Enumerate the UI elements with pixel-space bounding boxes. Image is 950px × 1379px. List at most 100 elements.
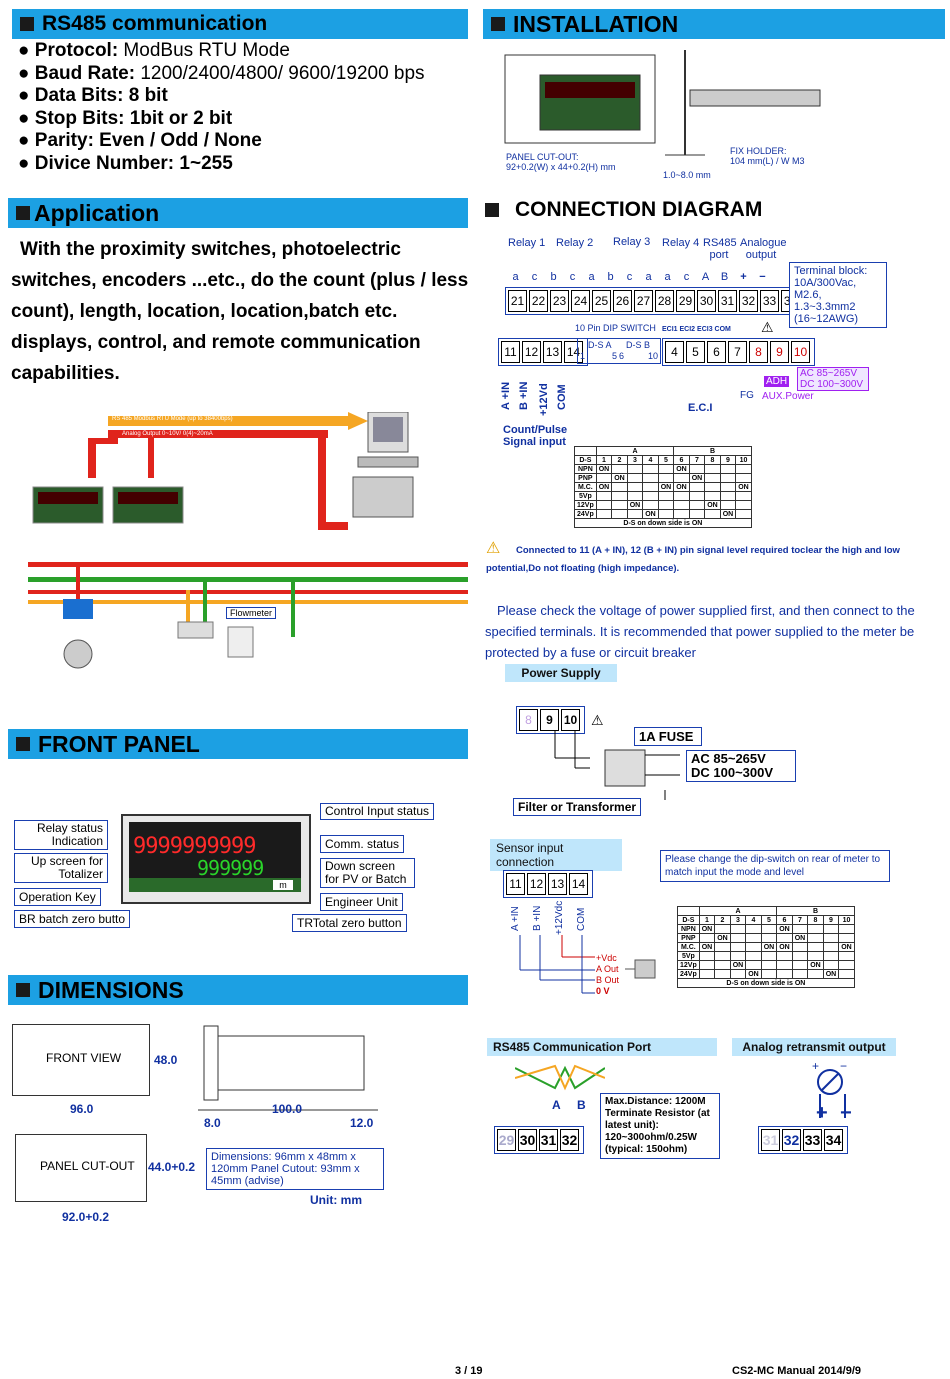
connection-title: CONNECTION DIAGRAM bbox=[515, 198, 763, 221]
terminal: 31 bbox=[718, 290, 737, 312]
power-supply-tag: Power Supply bbox=[505, 664, 617, 682]
terminal: 22 bbox=[529, 290, 548, 312]
terminal: 13 bbox=[548, 873, 567, 895]
cutout-label: PANEL CUT-OUT: bbox=[506, 152, 579, 162]
fuse-label: 1A FUSE bbox=[634, 727, 702, 746]
cutout-box: PANEL CUT-OUT bbox=[15, 1134, 147, 1202]
terminal: 12 bbox=[527, 873, 546, 895]
analog-line-label: Analog Output 0~10V/ 0(4)~20mA bbox=[122, 431, 213, 437]
power-wiring bbox=[554, 730, 680, 800]
terminal: 6 bbox=[707, 341, 726, 363]
warning-icon: ⚠ bbox=[761, 319, 774, 335]
adh-label: ADH bbox=[764, 376, 790, 387]
rs485-item: ● Baud Rate: 1200/2400/4800/ 9600/19200 … bbox=[18, 62, 425, 84]
terminal: 31 bbox=[539, 1129, 558, 1151]
square-bullet-icon bbox=[16, 206, 30, 220]
relay-label: Relay 4 bbox=[662, 237, 700, 249]
terminal: 9 bbox=[540, 709, 559, 731]
rs485-wiring bbox=[515, 1064, 605, 1091]
manual-id: CS2-MC Manual 2014/9/9 bbox=[732, 1365, 861, 1377]
comm-status-label: Comm. status bbox=[320, 835, 405, 853]
rs485-item: ● Divice Number: 1~255 bbox=[18, 152, 233, 174]
terminal: 28 bbox=[655, 290, 674, 312]
application-text: With the proximity switches, photoelectr… bbox=[11, 239, 469, 384]
dim-12: 12.0 bbox=[350, 1116, 374, 1130]
terminal: 24 bbox=[571, 290, 590, 312]
terminal: 14 bbox=[569, 873, 588, 895]
terminal: 10 bbox=[561, 709, 580, 731]
analog-symbol: + − bbox=[812, 1059, 847, 1118]
side-view-drawing bbox=[198, 1025, 378, 1111]
cutout-dims: 92+0.2(W) x 44+0.2(H) mm bbox=[506, 162, 616, 172]
terminal: 10 bbox=[791, 341, 810, 363]
rs485-item: ● Stop Bits: 1bit or 2 bit bbox=[18, 107, 233, 129]
terminal: 11 bbox=[501, 341, 520, 363]
square-bullet-icon bbox=[16, 983, 30, 997]
power-text: Please check the voltage of power suppli… bbox=[485, 603, 915, 660]
terminal: 29 bbox=[676, 290, 695, 312]
terminal: 30 bbox=[697, 290, 716, 312]
dimensions-title: DIMENSIONS bbox=[38, 976, 184, 1003]
terminal: 29 bbox=[497, 1129, 516, 1151]
aux-label: AUX.Power bbox=[762, 391, 814, 402]
dimensions-header: DIMENSIONS bbox=[8, 975, 468, 1005]
rs485-list: ● Protocol: ModBus RTU Mode ● Baud Rate:… bbox=[18, 40, 468, 175]
rs485-a-label: A bbox=[552, 1098, 561, 1112]
rs485-item: ● Data Bits: 8 bit bbox=[18, 85, 168, 106]
relay-status-label: Relay status Indication bbox=[14, 820, 108, 850]
front-view-box: FRONT VIEW bbox=[12, 1024, 150, 1096]
terminal: 27 bbox=[634, 290, 653, 312]
relay-label: Analogue output bbox=[740, 237, 787, 261]
square-bullet-icon bbox=[16, 737, 30, 751]
dim-44: 44.0+0.2 bbox=[148, 1160, 196, 1174]
count-label: Count/Pulse Signal input bbox=[503, 424, 568, 448]
installation-drawing bbox=[504, 50, 821, 156]
terminal: 12 bbox=[522, 341, 541, 363]
front-panel-title: FRONT PANEL bbox=[38, 730, 200, 757]
terminal: 23 bbox=[550, 290, 569, 312]
terminal-block-note: Terminal block: 10A/300Vac, M2.6, 1.3~3.… bbox=[789, 262, 887, 328]
unit-note: Unit: mm bbox=[310, 1193, 362, 1207]
front-panel-header: FRONT PANEL bbox=[8, 729, 468, 759]
square-bullet-icon bbox=[485, 203, 499, 217]
key-strip bbox=[129, 878, 301, 892]
dim-92: 92.0+0.2 bbox=[62, 1210, 110, 1224]
sensor-vert-labels: A +IN B +IN +12Vdc COM bbox=[510, 900, 587, 935]
terminal: 34 bbox=[824, 1129, 843, 1151]
dimensions-summary: Dimensions: 96mm x 48mm x 120mm Panel Cu… bbox=[206, 1148, 384, 1190]
terminal: 32 bbox=[782, 1129, 801, 1151]
rs485-port-tag: RS485 Communication Port bbox=[487, 1038, 717, 1056]
warning-note: Connected to 11 (A + IN), 12 (B + IN) pi… bbox=[486, 545, 900, 574]
total-zero-label: TRTotal zero button bbox=[292, 914, 407, 932]
page-number: 3 / 19 bbox=[455, 1365, 483, 1377]
warning-icon: ⚠ bbox=[591, 712, 604, 728]
up-screen-label: Up screen for Totalizer bbox=[14, 853, 108, 883]
dim-100: 100.0 bbox=[272, 1102, 303, 1116]
holder-dims: 104 mm(L) / W M3 bbox=[730, 156, 805, 166]
rs485-title: RS485 communication bbox=[42, 12, 268, 35]
dim-8: 8.0 bbox=[204, 1116, 221, 1130]
operation-key-label: Operation Key bbox=[14, 888, 101, 906]
flowmeter-label: Flowmeter bbox=[226, 607, 277, 619]
connection-header: CONNECTION DIAGRAM bbox=[485, 198, 762, 222]
terminal: 8 bbox=[519, 709, 538, 731]
terminal: 9 bbox=[770, 341, 789, 363]
terminal: 30 bbox=[518, 1129, 537, 1151]
terminal: 21 bbox=[508, 290, 527, 312]
dip-label: 10 Pin DIP SWITCH bbox=[575, 323, 656, 333]
sensor-note: Please change the dip-switch on rear of … bbox=[660, 850, 890, 882]
svg-text:+: + bbox=[812, 1059, 819, 1073]
rs485-header: RS485 communication bbox=[12, 9, 468, 39]
warning-icon: ⚠ bbox=[486, 540, 501, 557]
terminal: 11 bbox=[506, 873, 525, 895]
thickness-label: 1.0~8.0 mm bbox=[663, 170, 711, 180]
terminal: 25 bbox=[592, 290, 611, 312]
rs485-item: ● Parity: Even / Odd / None bbox=[18, 130, 262, 151]
